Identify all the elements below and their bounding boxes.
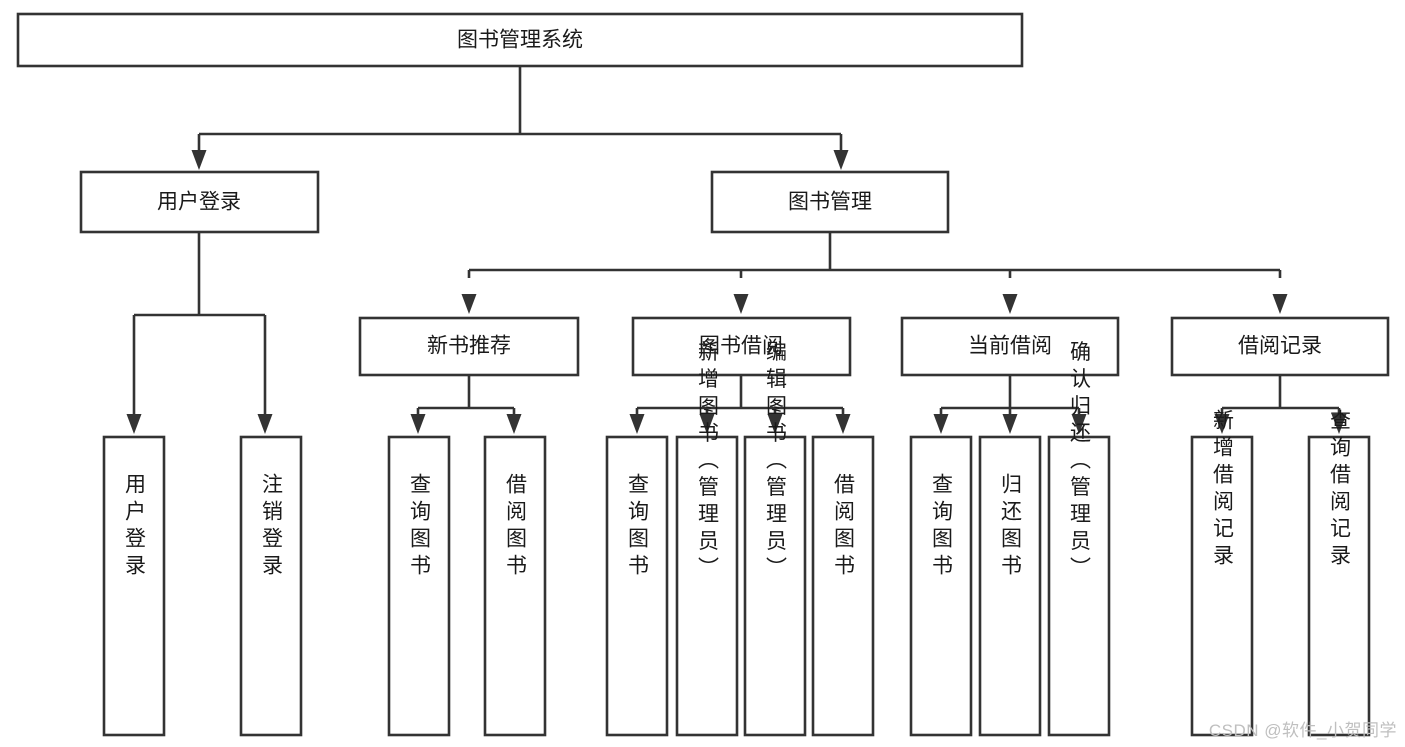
leaf-label: 确认归还（管理员） bbox=[1068, 341, 1092, 584]
node-new-book-recommend-label: 新书推荐 bbox=[427, 335, 511, 358]
node-current-borrow-label: 当前借阅 bbox=[968, 335, 1052, 358]
node-borrow-record[interactable]: 借阅记录 bbox=[1170, 316, 1390, 377]
leaf-label: 借阅图书 bbox=[832, 473, 856, 581]
leaf-node[interactable]: 用户登录 bbox=[102, 435, 166, 737]
leaf-node[interactable]: 归还图书 bbox=[978, 435, 1042, 737]
leaf-label: 查询图书 bbox=[930, 473, 954, 581]
connector-book-borrow-to-leaves bbox=[629, 375, 851, 434]
node-user-login-label: 用户登录 bbox=[157, 191, 241, 214]
node-book-manage[interactable]: 图书管理 bbox=[710, 170, 950, 234]
leaf-node[interactable]: 查询图书 bbox=[909, 435, 973, 737]
node-root[interactable]: 图书管理系统 bbox=[16, 12, 1024, 68]
leaf-label: 查询图书 bbox=[408, 473, 432, 581]
leaf-label: 查询借阅记录 bbox=[1328, 409, 1352, 571]
connector-root-to-level2 bbox=[191, 66, 849, 170]
leaf-node[interactable]: 查询图书 bbox=[387, 435, 451, 737]
node-user-login[interactable]: 用户登录 bbox=[79, 170, 320, 234]
leaf-node[interactable]: 确认归还（管理员） bbox=[1047, 341, 1111, 737]
node-root-label: 图书管理系统 bbox=[457, 29, 583, 52]
leaf-label: 归还图书 bbox=[999, 473, 1023, 581]
leaf-node[interactable]: 编辑图书（管理员） bbox=[743, 341, 807, 737]
node-book-manage-label: 图书管理 bbox=[788, 191, 872, 214]
node-book-borrow-label: 图书借阅 bbox=[699, 335, 783, 358]
leaf-label: 注销登录 bbox=[260, 473, 284, 581]
connector-current-borrow-to-leaves bbox=[933, 375, 1087, 434]
leaf-label: 查询图书 bbox=[626, 473, 650, 581]
leaf-label: 借阅图书 bbox=[504, 473, 528, 581]
connector-book-manage-to-level3 bbox=[461, 232, 1288, 314]
leaf-node[interactable]: 查询图书 bbox=[605, 435, 669, 737]
connector-user-login-to-leaves bbox=[126, 232, 273, 434]
leaf-node[interactable]: 借阅图书 bbox=[811, 435, 875, 737]
leaf-node[interactable]: 新增图书（管理员） bbox=[675, 341, 739, 737]
node-new-book-recommend[interactable]: 新书推荐 bbox=[358, 316, 580, 377]
leaf-node[interactable]: 查询借阅记录 bbox=[1307, 409, 1371, 737]
leaf-label: 新增图书（管理员） bbox=[696, 341, 720, 584]
leaf-node[interactable]: 注销登录 bbox=[239, 435, 303, 737]
leaf-label: 用户登录 bbox=[123, 473, 147, 581]
connector-new-book-to-leaves bbox=[410, 375, 522, 434]
leaf-node[interactable]: 新增借阅记录 bbox=[1190, 409, 1254, 737]
leaf-node[interactable]: 借阅图书 bbox=[483, 435, 547, 737]
node-book-borrow[interactable]: 图书借阅 bbox=[631, 316, 852, 377]
leaf-label: 编辑图书（管理员） bbox=[764, 341, 788, 584]
leaf-label: 新增借阅记录 bbox=[1211, 409, 1235, 571]
connector-borrow-record-to-leaves bbox=[1214, 375, 1347, 434]
node-current-borrow[interactable]: 当前借阅 bbox=[900, 316, 1120, 377]
node-borrow-record-label: 借阅记录 bbox=[1238, 335, 1322, 358]
